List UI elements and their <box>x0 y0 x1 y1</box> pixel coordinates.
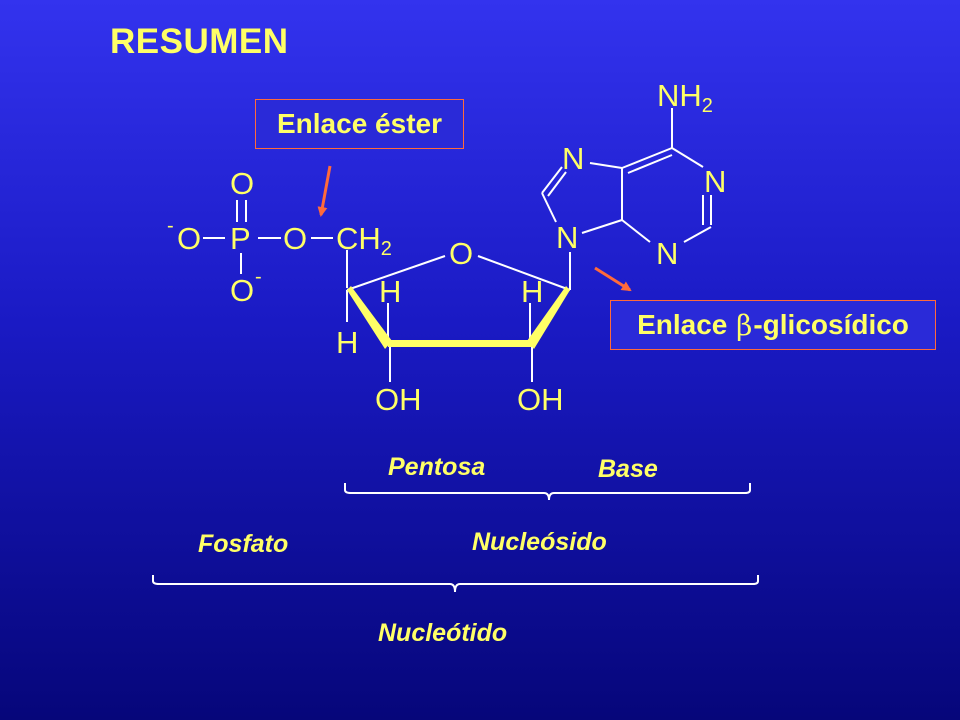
phosphate-bonds <box>203 200 333 274</box>
atom-h-c4-down: H <box>336 325 358 360</box>
atom-ch2: CH2 <box>336 221 392 260</box>
atom-o-bridge: O <box>283 221 307 256</box>
atom-n1: N <box>704 164 726 199</box>
ester-arrow <box>317 165 332 217</box>
atom-o-left: O <box>177 221 201 256</box>
atom-o-ring: O <box>449 236 473 271</box>
atom-h-c1: H <box>521 274 543 309</box>
ribose-wedge-right <box>527 286 570 349</box>
glycosidic-prefix: Enlace <box>637 309 736 340</box>
beta-symbol: β <box>736 308 753 342</box>
atom-p: P <box>230 221 251 256</box>
ribose-wedge-left <box>347 286 392 349</box>
atom-h-c4: H <box>379 274 401 309</box>
glycosidic-arrow <box>594 266 632 292</box>
atom-n9: N <box>556 220 578 255</box>
atom-nh2: NH2 <box>657 78 713 117</box>
atom-o-bottom: O <box>230 273 254 308</box>
glycosidic-suffix: -glicosídico <box>753 309 909 340</box>
label-nucleosido: Nucleósido <box>472 528 607 556</box>
ribose-bold-bottom <box>388 340 532 347</box>
nucleoside-bracket <box>344 483 751 501</box>
ribose-bonds <box>346 250 571 382</box>
slide-title: RESUMEN <box>110 22 289 61</box>
minus-sign-left: - <box>167 215 174 237</box>
ester-bond-label: Enlace éster <box>277 108 442 139</box>
label-nucleotido: Nucleótido <box>378 619 507 647</box>
atom-n3: N <box>656 236 678 271</box>
atom-o-double: O <box>230 166 254 201</box>
adenine-bonds <box>541 108 712 243</box>
minus-sign-bottom: - <box>255 266 262 288</box>
nucleotide-bracket <box>152 575 759 593</box>
atom-n7: N <box>562 141 584 176</box>
ester-bond-callout: Enlace éster <box>255 99 464 149</box>
glycosidic-bond-callout: Enlace β-glicosídico <box>610 300 936 350</box>
atom-oh-c2: OH <box>517 382 564 417</box>
atom-oh-c3: OH <box>375 382 422 417</box>
label-fosfato: Fosfato <box>198 530 288 558</box>
label-base: Base <box>598 455 658 483</box>
label-pentosa: Pentosa <box>388 453 485 481</box>
